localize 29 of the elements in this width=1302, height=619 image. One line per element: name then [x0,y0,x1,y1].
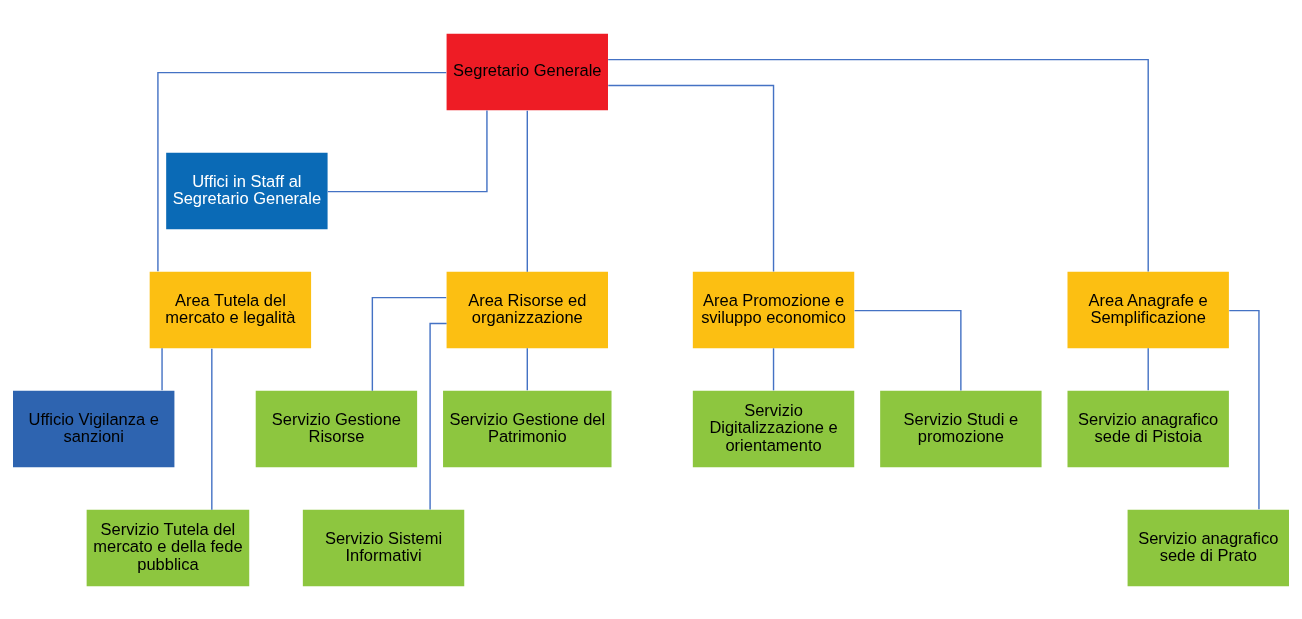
node-box: Servizio Gestione del Patrimonio [443,390,612,467]
connector [607,58,1149,272]
node-box: Servizio Studi e promozione [880,390,1042,467]
connector [853,309,962,391]
connector [526,109,528,272]
connector [607,84,775,272]
node-box: Area Anagrafe e Semplificazione [1067,271,1229,348]
node-box: Servizio Digitalizzazione e orientamento [692,390,855,467]
node-box: Area Promozione e sviluppo economico [692,271,855,348]
connector [211,347,213,510]
node-box: Segretario Generale [446,33,608,110]
node-box: Area Risorse ed organizzazione [446,271,608,348]
node-box: Servizio anagrafico sede di Pistoia [1067,390,1229,467]
node-box: Servizio anagrafico sede di Prato [1127,509,1289,586]
connector [526,347,528,391]
connector [1147,347,1149,391]
connector [161,347,163,391]
connector [327,109,488,192]
connector [1228,309,1260,510]
connector [772,347,775,391]
node-box: Servizio Tutela del mercato e della fede pubblica [86,509,250,586]
connector [371,296,447,391]
node-box: Servizio Sistemi Informativi [302,509,465,586]
node-box: Ufficio Vigilanza e sanzioni [13,390,175,467]
node-box: Servizio Gestione Risorse [255,390,418,467]
node-box: Area Tutela del mercato e legalità [149,271,312,348]
node-box: Uffici in Staff al Segretario Generale [166,152,328,229]
connector [157,71,447,272]
connector [429,322,448,510]
